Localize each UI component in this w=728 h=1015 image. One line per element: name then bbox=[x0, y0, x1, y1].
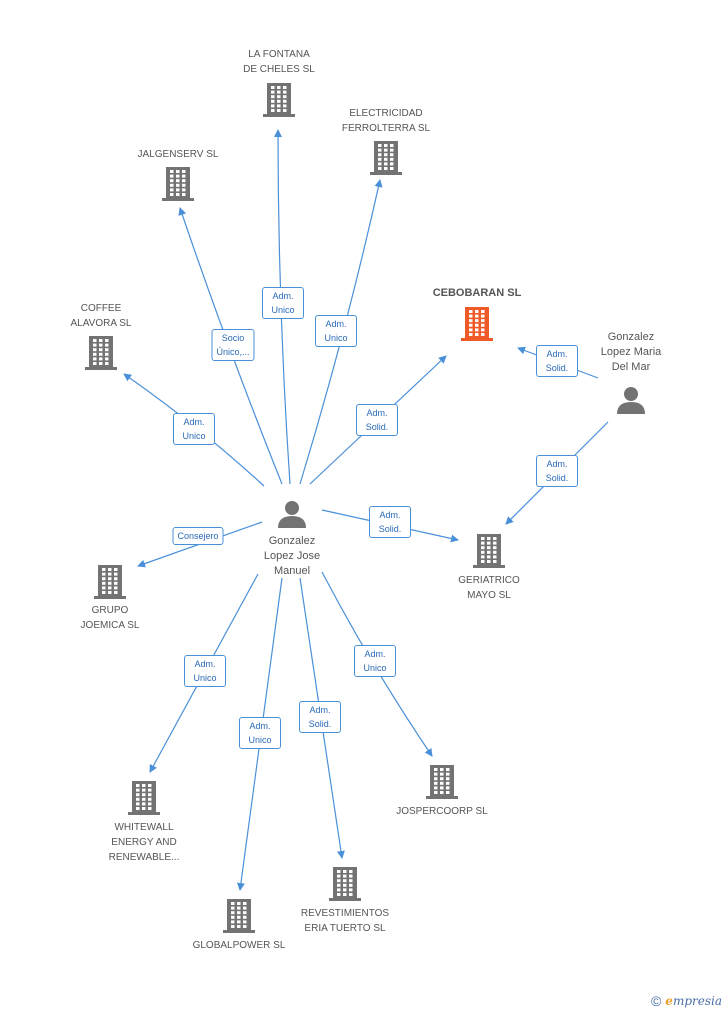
building-icon[interactable] bbox=[461, 307, 493, 346]
edge-label-center-revestimientos[interactable]: Adm. Solid. bbox=[299, 701, 341, 733]
edge-label-center-coffee[interactable]: Adm. Unico bbox=[173, 413, 215, 445]
building-icon[interactable] bbox=[426, 765, 458, 804]
node-label-fontana[interactable]: LA FONTANA DE CHELES SL bbox=[243, 49, 315, 75]
node-label-center[interactable]: Gonzalez Lopez Jose Manuel bbox=[263, 535, 321, 577]
edge-label-center-cebobaran[interactable]: Adm. Solid. bbox=[356, 404, 398, 436]
node-label-coffee[interactable]: COFFEE ALAVORA SL bbox=[70, 303, 132, 329]
node-label-grupo[interactable]: GRUPO JOEMICA SL bbox=[80, 605, 140, 631]
edge-label-center-jospercoorp[interactable]: Adm. Unico bbox=[354, 645, 396, 677]
edge-label-center-globalpower[interactable]: Adm. Unico bbox=[239, 717, 281, 749]
edge-label-center-electricidad[interactable]: Adm. Unico bbox=[315, 315, 357, 347]
node-label-electricidad[interactable]: ELECTRICIDAD FERROLTERRA SL bbox=[341, 108, 431, 134]
node-label-globalpower[interactable]: GLOBALPOWER SL bbox=[192, 940, 286, 951]
edge-label-center-grupo[interactable]: Consejero bbox=[172, 527, 224, 545]
building-icon[interactable] bbox=[128, 781, 160, 820]
edge-label-center-fontana[interactable]: Adm. Unico bbox=[262, 287, 304, 319]
edge-label-mar-geriatrico[interactable]: Adm. Solid. bbox=[536, 455, 578, 487]
person-icon[interactable] bbox=[277, 500, 307, 533]
edge-label-center-geriatrico[interactable]: Adm. Solid. bbox=[369, 506, 411, 538]
node-label-cebobaran[interactable]: CEBOBARAN SL bbox=[432, 287, 522, 299]
node-label-revestimientos[interactable]: REVESTIMIENTOS ERIA TUERTO SL bbox=[300, 908, 390, 934]
copyright-symbol: © bbox=[650, 993, 662, 1009]
footer-credit: © empresia bbox=[651, 993, 722, 1009]
building-icon[interactable] bbox=[162, 167, 194, 206]
edge-label-center-jalgenserv[interactable]: Socio Único,... bbox=[211, 329, 255, 361]
edge-label-mar-cebobaran[interactable]: Adm. Solid. bbox=[536, 345, 578, 377]
building-icon[interactable] bbox=[223, 899, 255, 938]
brand-logo[interactable]: empresia bbox=[665, 994, 722, 1008]
node-label-whitewall[interactable]: WHITEWALL ENERGY AND RENEWABLE... bbox=[108, 822, 180, 863]
person-icon[interactable] bbox=[616, 386, 646, 419]
building-icon[interactable] bbox=[473, 534, 505, 573]
node-label-mar[interactable]: Gonzalez Lopez Maria Del Mar bbox=[600, 331, 662, 373]
building-icon[interactable] bbox=[94, 565, 126, 604]
node-label-jalgenserv[interactable]: JALGENSERV SL bbox=[137, 149, 219, 160]
edge-label-center-whitewall[interactable]: Adm. Unico bbox=[184, 655, 226, 687]
building-icon[interactable] bbox=[370, 141, 402, 180]
node-label-jospercoorp[interactable]: JOSPERCOORP SL bbox=[396, 806, 488, 817]
building-icon[interactable] bbox=[263, 83, 295, 122]
building-icon[interactable] bbox=[85, 336, 117, 375]
building-icon[interactable] bbox=[329, 867, 361, 906]
node-label-geriatrico[interactable]: GERIATRICO MAYO SL bbox=[458, 575, 520, 601]
